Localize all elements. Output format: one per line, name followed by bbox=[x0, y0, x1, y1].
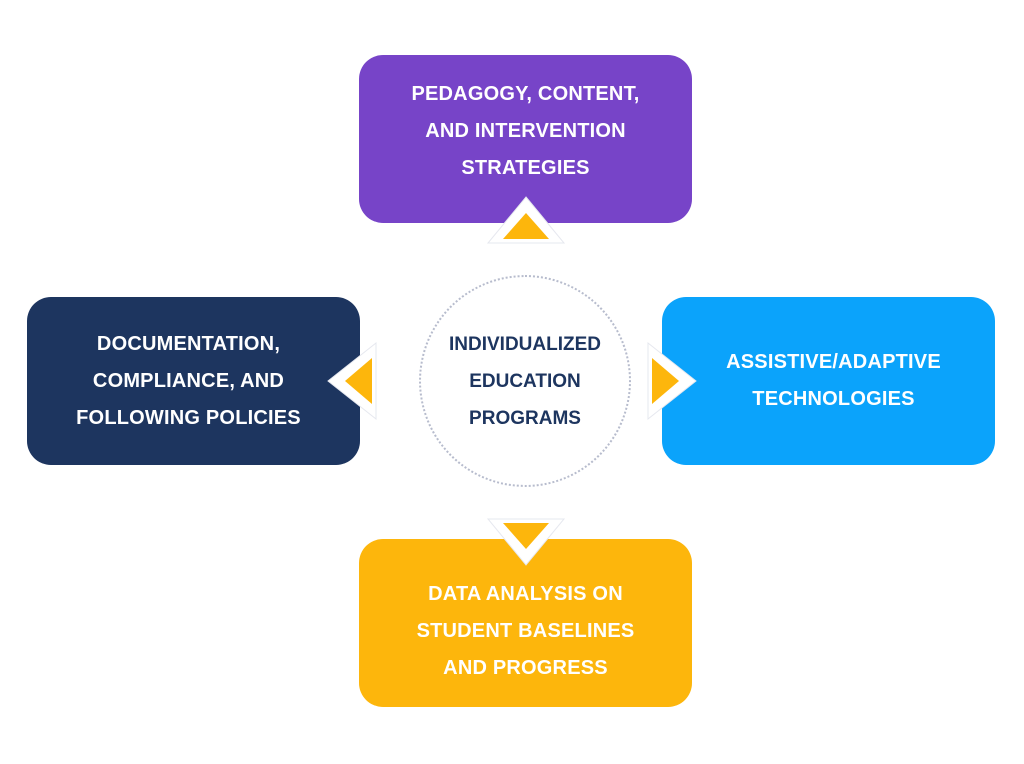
center-label-line: EDUCATION bbox=[469, 370, 581, 392]
node-label-line: DATA ANALYSIS ON bbox=[428, 582, 623, 605]
arrow-left-icon bbox=[327, 341, 377, 421]
center-circle: INDIVIDUALIZED EDUCATION PROGRAMS bbox=[419, 275, 631, 487]
node-label-line: STRATEGIES bbox=[461, 156, 590, 179]
node-data-analysis: DATA ANALYSIS ON STUDENT BASELINES AND P… bbox=[359, 539, 692, 707]
node-label-line: DOCUMENTATION, bbox=[96, 332, 281, 355]
node-label-line: AND INTERVENTION bbox=[425, 119, 626, 142]
node-label-line: FOLLOWING POLICIES bbox=[76, 406, 301, 429]
arrow-right-icon bbox=[647, 341, 697, 421]
node-label-line: STUDENT BASELINES bbox=[416, 619, 635, 642]
node-assistive-technologies: ASSISTIVE/ADAPTIVE TECHNOLOGIES bbox=[662, 297, 995, 465]
node-label-line: COMPLIANCE, AND bbox=[92, 369, 285, 392]
node-label-line: TECHNOLOGIES bbox=[752, 388, 915, 410]
arrow-up-icon bbox=[486, 196, 566, 244]
node-documentation-compliance: DOCUMENTATION, COMPLIANCE, AND FOLLOWING… bbox=[27, 297, 360, 465]
center-label-line: INDIVIDUALIZED bbox=[449, 333, 601, 355]
center-label-line: PROGRAMS bbox=[469, 407, 581, 429]
arrow-down-icon bbox=[486, 518, 566, 566]
node-label-line: PEDAGOGY, CONTENT, bbox=[411, 82, 640, 105]
node-label-line: AND PROGRESS bbox=[443, 656, 608, 679]
node-pedagogy-content-intervention: PEDAGOGY, CONTENT, AND INTERVENTION STRA… bbox=[359, 55, 692, 223]
node-label-line: ASSISTIVE/ADAPTIVE bbox=[726, 351, 941, 373]
